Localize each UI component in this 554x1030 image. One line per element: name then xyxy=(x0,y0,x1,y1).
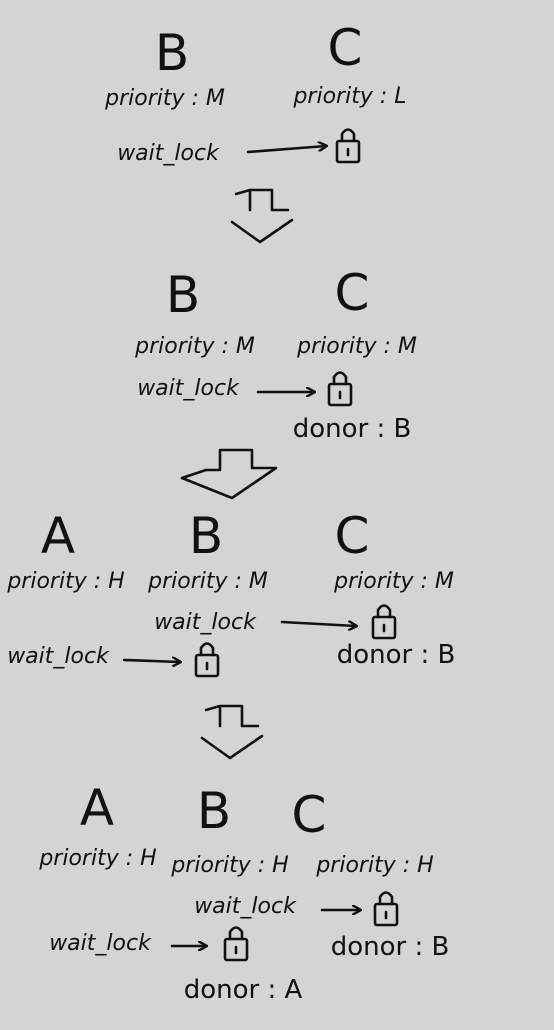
wait-arrow xyxy=(246,146,326,154)
thread-c-priority: priority : M xyxy=(296,334,417,359)
thread-b-label: B xyxy=(189,507,223,565)
thread-c-label: C xyxy=(292,786,327,844)
thread-b-donor: donor : A xyxy=(184,975,303,1005)
thread-c-label: C xyxy=(335,264,370,322)
down-arrow-icon xyxy=(230,188,294,244)
thread-b-label: B xyxy=(166,266,200,324)
stage-4: A B C priority : H priority : H priority… xyxy=(38,779,449,1005)
padlock-icon xyxy=(335,128,361,164)
thread-a-priority: priority : H xyxy=(6,569,124,594)
thread-b-priority: priority : M xyxy=(147,569,268,594)
thread-a-label: A xyxy=(80,779,114,837)
down-arrow-icon xyxy=(200,704,264,760)
padlock-icon xyxy=(373,891,399,927)
padlock-icon xyxy=(223,926,249,962)
down-arrow-icon xyxy=(180,448,278,500)
thread-c-label: C xyxy=(335,507,370,565)
thread-b-wait-lock: wait_lock xyxy=(194,894,297,919)
thread-c-donor: donor : B xyxy=(337,640,456,670)
stage-2: B C priority : M priority : M wait_lock … xyxy=(134,264,417,444)
padlock-icon xyxy=(194,642,220,678)
thread-b-priority: priority : M xyxy=(104,86,225,111)
thread-c-priority: priority : H xyxy=(315,853,433,878)
thread-a-priority: priority : H xyxy=(38,846,156,871)
thread-b-priority: priority : H xyxy=(170,853,288,878)
wait-arrow xyxy=(280,622,356,626)
thread-b-priority: priority : M xyxy=(134,334,255,359)
thread-b-label: B xyxy=(155,24,189,82)
thread-a-wait-lock: wait_lock xyxy=(7,644,110,669)
thread-c-donor: donor : B xyxy=(331,932,450,962)
thread-b-label: B xyxy=(197,782,231,840)
thread-c-priority: priority : L xyxy=(292,84,406,109)
stage-3: A B C priority : H priority : M priority… xyxy=(6,507,456,678)
padlock-icon xyxy=(327,371,353,407)
thread-b-wait-lock: wait_lock xyxy=(137,376,240,401)
wait-arrow xyxy=(122,660,180,662)
thread-a-label: A xyxy=(41,507,75,565)
thread-c-priority: priority : M xyxy=(333,569,454,594)
thread-c-label: C xyxy=(328,19,363,77)
thread-c-donor: donor : B xyxy=(293,414,412,444)
thread-b-wait-lock: wait_lock xyxy=(117,141,220,166)
thread-a-wait-lock: wait_lock xyxy=(49,931,152,956)
stage-1: B C priority : M priority : L wait_lock xyxy=(104,19,406,166)
padlock-icon xyxy=(371,604,397,640)
thread-b-wait-lock: wait_lock xyxy=(154,610,257,635)
